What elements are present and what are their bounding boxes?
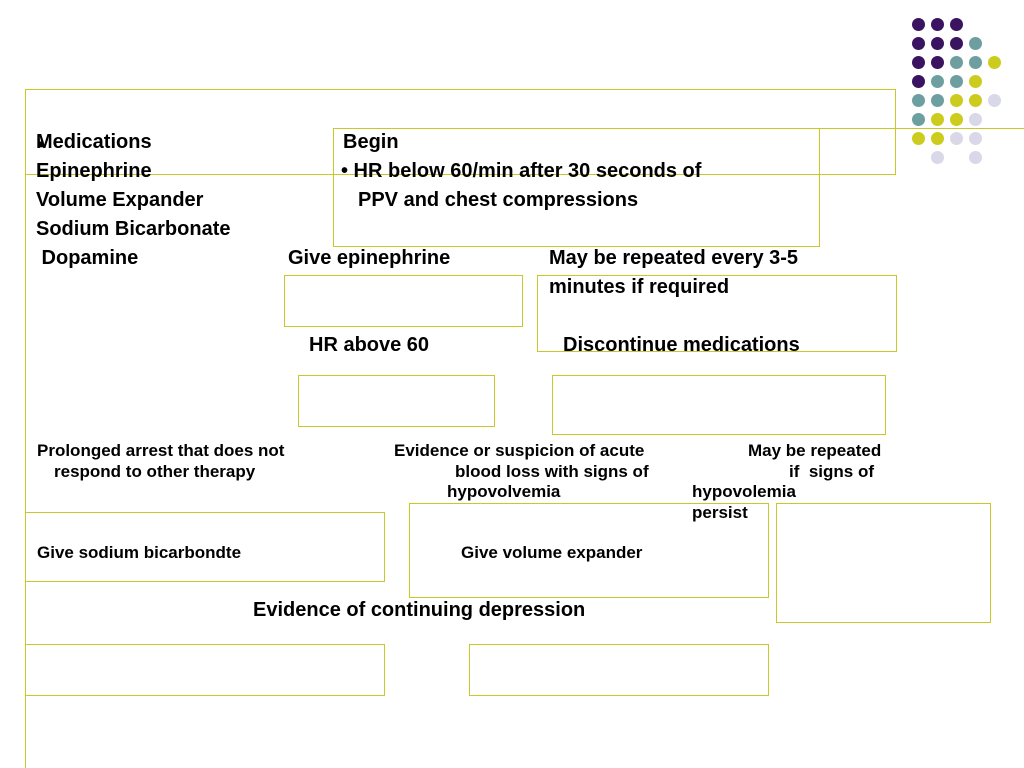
decorative-dot [950,37,963,50]
repeat-volume-line-4: persist [692,503,748,522]
med-sodium-bicarbonate: Sodium Bicarbonate [36,218,231,240]
decorative-dot [931,132,944,145]
repeat-line-2: minutes if required [549,276,730,298]
repeat-volume-box [776,503,991,623]
med-dopamine: Dopamine [36,247,139,269]
hr-above-box [298,375,495,427]
title-bullet-icon: ■ [37,137,45,151]
decorative-dot [912,56,925,69]
decorative-dot [950,18,963,31]
repeat-line-1: May be repeated every 3-5 [549,247,799,269]
frame-right-line [820,128,1024,129]
decorative-dot [931,151,944,164]
decorative-dot [950,113,963,126]
decorative-dot [931,75,944,88]
med-volume-expander: Volume Expander [36,189,204,211]
decorative-dot [950,75,963,88]
decorative-dot [912,94,925,107]
decorative-dot [912,18,925,31]
frame-right-vertical [895,89,896,175]
begin-box [333,128,820,247]
medications-list: Medications Epinephrine Volume Expander … [36,128,230,273]
repeat-volume-line-3: hypovolemia [692,482,796,501]
repeat-volume-line-1: May be repeated [748,441,882,460]
repeat-volume-line-2: if signs of [789,462,874,481]
give-epinephrine-box [284,275,523,327]
decorative-dot [969,56,982,69]
decorative-dot [969,37,982,50]
decorative-dot [912,37,925,50]
med-epinephrine: Epinephrine [36,160,152,182]
volume-condition-line-3: hypovolvemia [447,482,561,501]
begin-line-2: PPV and chest compressions [358,189,639,211]
decorative-dot [912,113,925,126]
give-sodium-bicarbonate-label: Give sodium bicarbondte [37,543,242,562]
decorative-dot [931,37,944,50]
decorative-dot [950,56,963,69]
discontinue-label: Discontinue medications [563,334,800,356]
begin-heading: Begin [343,131,399,153]
decorative-dot [988,56,1001,69]
decorative-dot [988,94,1001,107]
give-epinephrine-label: Give epinephrine [288,247,451,269]
decorative-dot [969,75,982,88]
decorative-dot [931,18,944,31]
frame-middle-line [25,174,896,175]
volume-condition-line-2: blood loss with signs of [455,462,649,481]
begin-line-1: • HR below 60/min after 30 seconds of [341,160,702,182]
sodium-condition-line-1: Prolonged arrest that does not [37,441,285,460]
continuing-left-box [25,644,385,696]
hr-above-label: HR above 60 [309,334,430,356]
volume-condition-line-1: Evidence or suspicion of acute [394,441,645,460]
decorative-dot [969,151,982,164]
decorative-dot [912,132,925,145]
discontinue-box [552,375,886,435]
decorative-dot [969,132,982,145]
decorative-dot [969,94,982,107]
frame-top-line [25,89,896,90]
decorative-dot [950,94,963,107]
decorative-dot [931,56,944,69]
decorative-dot [969,113,982,126]
repeat-epinephrine-box [537,275,897,352]
frame-left-line [25,89,26,768]
continuing-depression-label: Evidence of continuing depression [253,599,586,621]
volume-expander-box [409,503,769,598]
decorative-dot [950,132,963,145]
decorative-dot [931,113,944,126]
sodium-bicarbonate-box [25,512,385,582]
decorative-dot [912,75,925,88]
give-volume-expander-label: Give volume expander [461,543,643,562]
decorative-dot [931,94,944,107]
sodium-condition-line-2: respond to other therapy [54,462,256,481]
medications-heading: Medications [36,131,152,153]
continuing-right-box [469,644,769,696]
